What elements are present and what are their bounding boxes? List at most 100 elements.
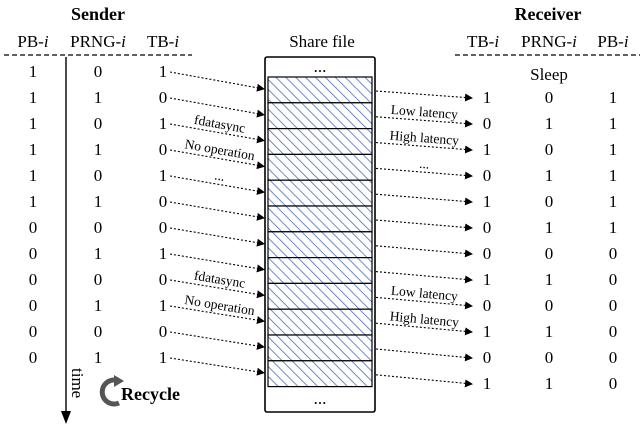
receiver-tb-value: 1 xyxy=(483,88,492,107)
write-arrow xyxy=(169,97,265,118)
sender-prng-value: 1 xyxy=(94,88,103,107)
receiver-pb-value: 0 xyxy=(609,244,618,263)
time-arrowhead xyxy=(61,411,71,424)
receiver-prng-value: 0 xyxy=(545,244,554,263)
receiver-prng-value: 1 xyxy=(545,218,554,237)
time-label: time xyxy=(68,368,87,398)
receiver-col-pb-label: PB-i xyxy=(597,32,628,51)
read-arrow xyxy=(375,116,473,128)
share-file-title: Share file xyxy=(289,32,355,51)
receiver-pb-value: 0 xyxy=(609,348,618,367)
share-file-blocks xyxy=(267,76,373,388)
sender-pb-value: 1 xyxy=(29,88,38,107)
sender-pb-value: 0 xyxy=(29,348,38,367)
receiver-tb-value: 0 xyxy=(483,296,492,315)
sender-pb-value: 0 xyxy=(29,244,38,263)
write-arrow xyxy=(169,227,265,247)
share-file-block xyxy=(267,282,373,310)
receiver-annotation: High latency xyxy=(389,308,460,329)
receiver-pb-value: 1 xyxy=(609,192,618,211)
write-arrow xyxy=(169,71,265,92)
receiver-pb-value: 1 xyxy=(609,140,618,159)
read-arrow xyxy=(375,167,473,180)
sender-col-pb-label: PB-i xyxy=(17,32,48,51)
write-arrow xyxy=(169,357,265,376)
receiver-col-prng-label: PRNG-i xyxy=(521,32,577,51)
sender-col-tb-label: TB-i xyxy=(147,32,179,51)
receiver-tb-value: 1 xyxy=(483,322,492,341)
recycle-icon xyxy=(99,375,124,407)
sender-annotation: ... xyxy=(214,167,227,184)
sender-prng-value: 0 xyxy=(94,270,103,289)
receiver-prng-value: 0 xyxy=(545,192,554,211)
sender-prng-value: 1 xyxy=(94,244,103,263)
read-arrow xyxy=(375,296,473,310)
receiver-pb-value: 1 xyxy=(609,114,618,133)
read-arrow xyxy=(375,219,473,232)
receiver-tb-value: 0 xyxy=(483,244,492,263)
sender-col-prng-label: PRNG-i xyxy=(70,32,126,51)
sender-pb-value: 1 xyxy=(29,140,38,159)
sender-prng-value: 1 xyxy=(94,296,103,315)
read-arrow xyxy=(375,374,473,388)
share-file-block xyxy=(267,308,373,336)
share-file-block xyxy=(267,102,373,130)
receiver-col-tb-label: TB-i xyxy=(467,32,499,51)
read-arrow xyxy=(375,142,473,154)
sender-tb-value: 1 xyxy=(159,114,168,133)
receiver-prng-value: 1 xyxy=(545,166,554,185)
read-arrow xyxy=(375,322,473,336)
receiver-tb-value: 1 xyxy=(483,374,492,393)
sender-tb-value: 0 xyxy=(159,140,168,159)
receiver-pb-value: 1 xyxy=(609,166,618,185)
sender-annotation: fdatasync xyxy=(193,268,246,291)
receiver-annotation: Low latency xyxy=(390,283,458,304)
sender-prng-value: 1 xyxy=(94,140,103,159)
share-file-block xyxy=(267,179,373,207)
receiver-prng-value: 0 xyxy=(545,88,554,107)
share-file-block xyxy=(267,334,373,362)
receiver-prng-value: 1 xyxy=(545,114,554,133)
sender-pb-value: 1 xyxy=(29,192,38,211)
read-arrow xyxy=(375,245,473,258)
sender-tb-value: 1 xyxy=(159,62,168,81)
receiver-prng-value: 1 xyxy=(545,270,554,289)
sender-tb-value: 0 xyxy=(159,88,168,107)
receiver-annotation: Low latency xyxy=(390,102,458,122)
receiver-pb-value: 0 xyxy=(609,270,618,289)
read-arrow xyxy=(375,348,473,362)
sender-annotation: No operation xyxy=(184,136,257,163)
receiver-annotation: ... xyxy=(419,156,430,172)
receiver-prng-value: 1 xyxy=(545,322,554,341)
sender-tb-value: 1 xyxy=(159,166,168,185)
recycle-label: Recycle xyxy=(121,384,180,404)
share-file-block xyxy=(267,76,373,104)
sender-prng-value: 0 xyxy=(94,166,103,185)
share-file-block xyxy=(267,231,373,259)
sender-pb-value: 0 xyxy=(29,296,38,315)
receiver-tb-value: 1 xyxy=(483,270,492,289)
receiver-pb-value: 0 xyxy=(609,374,618,393)
sender-tb-value: 1 xyxy=(159,348,168,367)
receiver-tb-value: 0 xyxy=(483,114,492,133)
share-file-block xyxy=(267,205,373,233)
share-file-block xyxy=(267,360,373,388)
sender-pb-value: 0 xyxy=(29,218,38,237)
sender-tb-value: 0 xyxy=(159,192,168,211)
read-arrow xyxy=(375,271,473,284)
receiver-title: Receiver xyxy=(515,4,582,24)
receiver-annotation: High latency xyxy=(389,128,460,148)
receiver-tb-value: 0 xyxy=(483,348,492,367)
sender-prng-value: 0 xyxy=(94,62,103,81)
read-arrow xyxy=(375,193,473,206)
sender-tb-value: 0 xyxy=(159,218,168,237)
share-file-top-ellipsis: ... xyxy=(314,57,327,76)
write-arrow xyxy=(169,253,265,273)
read-arrow xyxy=(375,90,473,102)
receiver-prng-value: 0 xyxy=(545,348,554,367)
sender-prng-value: 1 xyxy=(94,348,103,367)
receiver-tb-value: 1 xyxy=(483,192,492,211)
